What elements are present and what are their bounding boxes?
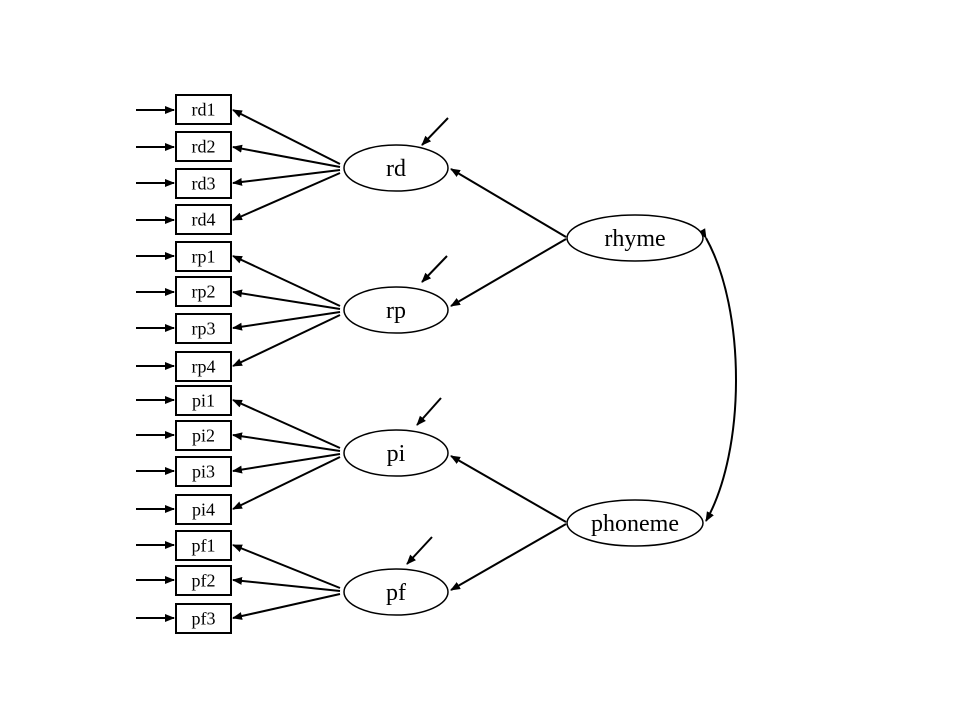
disturbance-arrow-rp	[421, 255, 448, 283]
indicator-pi3: pi3	[175, 456, 232, 487]
loading-arrows	[232, 109, 341, 620]
latent-label-rhyme: rhyme	[604, 226, 665, 252]
indicator-pi4: pi4	[175, 494, 232, 525]
loading-arrow-pf-pf2	[232, 576, 341, 592]
loading-arrow-rd-rd1	[232, 109, 341, 165]
indicator-rd1: rd1	[175, 94, 232, 125]
indicator-rp3: rp3	[175, 313, 232, 344]
indicator-rd3: rd3	[175, 168, 232, 199]
loading-arrow-pi-pi3	[232, 453, 341, 474]
latent-label-pi: pi	[387, 441, 406, 467]
structural-arrow-rhyme-rd	[450, 168, 567, 238]
indicator-pi1: pi1	[175, 385, 232, 416]
indicator-label-rp3: rp3	[192, 319, 216, 339]
indicator-label-rp2: rp2	[192, 282, 216, 302]
loading-arrow-pi-pi2	[232, 432, 341, 452]
loading-arrow-rp-rp1	[232, 255, 341, 307]
latent-label-rp: rp	[386, 298, 406, 324]
indicator-error-arrows	[136, 106, 175, 622]
loading-arrow-rp-rp4	[232, 314, 341, 367]
loading-arrow-rp-rp2	[232, 289, 341, 310]
disturbance-arrow-pf	[406, 536, 433, 565]
indicator-rp4: rp4	[175, 351, 232, 382]
indicator-label-rp4: rp4	[192, 357, 216, 377]
loading-arrow-rp-rp3	[232, 311, 341, 331]
indicator-label-rd4: rd4	[192, 210, 216, 230]
indicator-label-pi1: pi1	[192, 391, 215, 411]
structural-arrow-phoneme-pi	[450, 455, 567, 523]
indicator-label-pi2: pi2	[192, 426, 215, 446]
indicator-label-pf2: pf2	[192, 571, 216, 591]
structural-arrow-rhyme-rp	[450, 238, 567, 307]
latent-pi: pi	[343, 429, 449, 477]
latent-label-phoneme: phoneme	[591, 511, 679, 537]
latent-phoneme: phoneme	[566, 499, 704, 547]
indicator-pf3: pf3	[175, 603, 232, 634]
indicator-pf1: pf1	[175, 530, 232, 561]
indicator-label-pi3: pi3	[192, 462, 215, 482]
first-order-factors: rd rp pi pf	[343, 144, 449, 616]
latent-rd: rd	[343, 144, 449, 192]
indicator-rp2: rp2	[175, 276, 232, 307]
indicator-rd4: rd4	[175, 204, 232, 235]
indicator-label-pf1: pf1	[192, 536, 216, 556]
indicator-rd2: rd2	[175, 131, 232, 162]
correlation-arc-rhyme-phoneme	[698, 228, 737, 522]
loading-arrow-rd-rd4	[232, 172, 341, 221]
disturbance-arrow-rd	[421, 117, 449, 146]
indicator-label-pi4: pi4	[192, 500, 215, 520]
second-order-factors: rhyme phoneme	[566, 214, 704, 547]
loading-arrow-pi-pi1	[232, 399, 341, 449]
loading-arrow-rd-rd2	[232, 144, 341, 168]
latent-rhyme: rhyme	[566, 214, 704, 262]
indicator-label-rd2: rd2	[192, 137, 216, 157]
indicator-group: rd1 rd2 rd3 rd4 rp1 rp2 rp3 rp4	[175, 94, 232, 634]
loading-arrow-pf-pf3	[232, 593, 341, 620]
loading-arrow-pi-pi4	[232, 456, 341, 510]
indicator-label-rd3: rd3	[192, 174, 216, 194]
structural-arrow-phoneme-pf	[450, 523, 567, 591]
loading-arrow-rd-rd3	[232, 169, 341, 186]
indicator-label-pf3: pf3	[192, 609, 216, 629]
indicator-pf2: pf2	[175, 565, 232, 596]
disturbance-arrows	[406, 117, 449, 565]
latent-pf: pf	[343, 568, 449, 616]
indicator-label-rp1: rp1	[192, 247, 216, 267]
latent-label-rd: rd	[386, 156, 406, 182]
latent-label-pf: pf	[386, 580, 406, 606]
indicator-rp1: rp1	[175, 241, 232, 272]
loading-arrow-pf-pf1	[232, 544, 341, 589]
structural-arrows	[450, 168, 567, 591]
indicator-pi2: pi2	[175, 420, 232, 451]
indicator-label-rd1: rd1	[192, 100, 216, 120]
disturbance-arrow-pi	[416, 397, 442, 426]
latent-rp: rp	[343, 286, 449, 334]
